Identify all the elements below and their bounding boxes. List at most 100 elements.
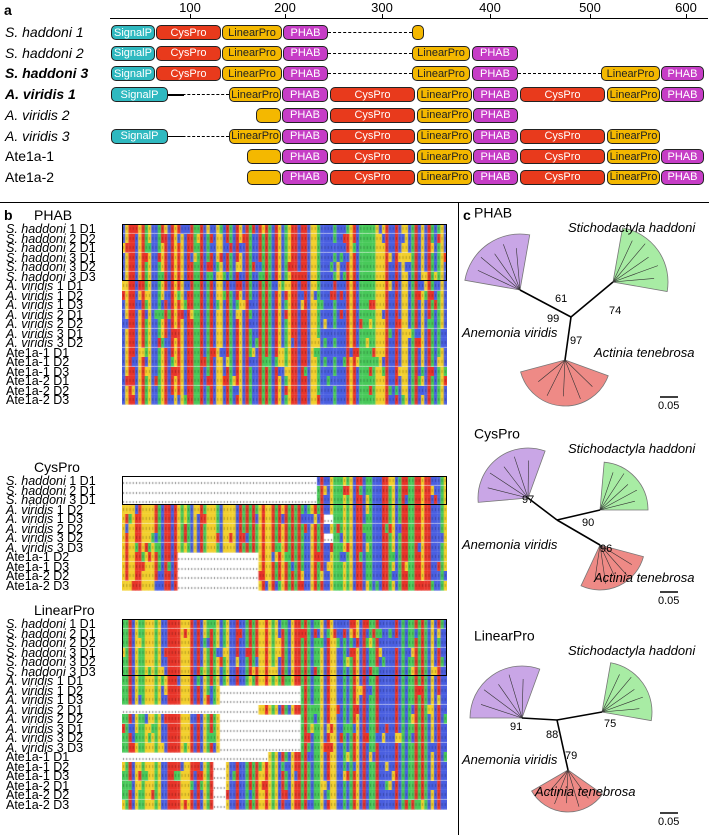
sequence-name: S. haddoni 2 xyxy=(5,44,84,61)
alignment-row-label: S. haddoni 2 D1 xyxy=(6,626,96,641)
domain-box: CysPro xyxy=(520,149,605,165)
alignment-row-label: A. viridis 3 D2 xyxy=(6,337,83,350)
species-name: A. viridis xyxy=(6,540,54,555)
alignment-row-label: Ate1a-2 D3 xyxy=(6,579,69,593)
species-label: Actinia tenebrosa xyxy=(593,570,694,585)
sequence-id: 3 D2 xyxy=(65,655,96,669)
bootstrap-value: 91 xyxy=(510,721,522,733)
alignment-row-label: Ate1a-2 D2 xyxy=(6,789,69,802)
domain-box: PHAB xyxy=(472,66,518,82)
alignment-row xyxy=(122,752,447,762)
alignment-row xyxy=(122,514,447,524)
sequence-id: Ate1a-1 D1 xyxy=(6,750,70,764)
domain-box: LinearPro xyxy=(607,169,660,185)
species-name: S. haddoni xyxy=(6,474,66,488)
domain-box: SignalP xyxy=(111,128,168,144)
bootstrap-value: 90 xyxy=(582,517,594,529)
alignment-row-label: S. haddoni 2 D1 xyxy=(6,242,96,255)
species-name: S. haddoni xyxy=(6,260,66,274)
alignment-row-label: Ate1a-2 D2 xyxy=(6,384,69,398)
sequence-id: Ate1a-1 D1 xyxy=(6,345,70,360)
sequence-id: 3 D1 xyxy=(65,645,96,660)
alignment-row xyxy=(122,761,447,772)
leaf-branch xyxy=(599,489,637,511)
species-name: S. haddoni xyxy=(6,626,66,641)
sequence-id: 3 D3 xyxy=(65,269,96,284)
leaf-branch xyxy=(498,684,523,719)
species-name: A. viridis xyxy=(6,683,54,698)
species-label: Anemonia viridis xyxy=(461,325,558,340)
alignment-row-label: Ate1a-1 D1 xyxy=(6,345,70,360)
domain-box: PHAB xyxy=(282,87,328,103)
alignment-row-label: A. viridis 2 D2 xyxy=(6,713,83,726)
domain-box: PHAB xyxy=(283,25,328,40)
leaf-branch xyxy=(554,769,569,805)
leaf-branch xyxy=(521,679,524,719)
domain-box: PHAB xyxy=(282,128,328,144)
alignment-row-label: A. viridis 2 D1 xyxy=(6,703,83,717)
alignment-row-label: A. viridis 3 D2 xyxy=(6,532,83,545)
alignment-row xyxy=(122,742,447,753)
sequence-id: Ate1a-2 D1 xyxy=(6,778,70,793)
alignment-row xyxy=(122,233,447,244)
domain-box: LinearPro xyxy=(417,128,472,144)
species-name: A. viridis xyxy=(6,336,54,350)
leaf-branch xyxy=(612,243,646,283)
alignment-row-label: Ate1a-1 D3 xyxy=(6,770,69,783)
alignment-row-label: S. haddoni 2 D2 xyxy=(6,231,96,246)
sequence-id: 1 D2 xyxy=(53,288,84,303)
alignment-row-label: Ate1a-1 D2 xyxy=(6,551,69,564)
alignment-row xyxy=(122,338,447,348)
axis-tick-label: 300 xyxy=(371,0,393,15)
sequence-id: Ate1a-2 D1 xyxy=(6,374,70,388)
leaf-branch xyxy=(599,500,635,511)
domain-box: CysPro xyxy=(156,45,221,61)
alignment-row xyxy=(122,676,447,686)
alignment-row xyxy=(122,290,447,301)
species-name: S. haddoni xyxy=(6,483,66,498)
sequence-id: 3 D3 xyxy=(65,664,96,679)
alignment-row-label: A. viridis 3 D1 xyxy=(6,722,83,736)
leaf-branch xyxy=(594,544,601,579)
alignment-row-label: Ate1a-2 D1 xyxy=(6,778,70,793)
sequence-id: 2 D1 xyxy=(65,241,96,255)
leaf-branch xyxy=(599,544,632,565)
alignment-row xyxy=(122,571,447,581)
alignment-row xyxy=(122,309,447,320)
leaf-branch xyxy=(612,278,655,283)
alignment-row xyxy=(122,376,447,386)
bootstrap-value: 61 xyxy=(555,293,567,305)
alignment-row xyxy=(122,666,447,677)
alignment-row xyxy=(122,495,447,505)
sequence-id: 3 D2 xyxy=(65,260,96,274)
axis-tick-mark xyxy=(590,14,591,18)
sequence-name: A. viridis 1 xyxy=(5,86,76,103)
leaf-branch xyxy=(508,674,523,719)
leaf-branch xyxy=(599,472,614,511)
actinia-clade xyxy=(580,544,644,591)
alignment-row-label: A. viridis 1 D2 xyxy=(6,683,83,698)
alignment-row-label: A. viridis 2 D1 xyxy=(6,308,83,322)
alignment-row xyxy=(122,685,447,696)
sequence-id: 1 D1 xyxy=(53,674,84,688)
alignment-row xyxy=(122,657,447,667)
sequence-id: 3 D1 xyxy=(65,250,96,265)
species-label: Stichodactyla haddoni xyxy=(568,643,696,658)
axis-tick-label: 600 xyxy=(675,0,697,15)
leaf-branch xyxy=(477,270,521,291)
leaf-branch xyxy=(514,456,529,499)
sequence-id: 3 D2 xyxy=(53,531,84,545)
sequence-id: 1 D3 xyxy=(53,512,84,526)
stichodactyla-clade xyxy=(601,662,653,722)
sequence-id: 2 D1 xyxy=(65,626,96,641)
sequence-id: 3 D3 xyxy=(53,740,84,755)
sequence-id: 2 D2 xyxy=(53,712,84,726)
sequence-id: 2 D2 xyxy=(65,231,96,246)
alignment-title: CysPro xyxy=(34,459,80,475)
leaf-branch xyxy=(567,769,580,807)
highlight-box xyxy=(122,224,447,281)
leaf-branch xyxy=(599,544,628,576)
domain-box: PHAB xyxy=(661,66,704,82)
vertical-divider xyxy=(458,202,459,835)
tree-branch xyxy=(556,509,601,521)
